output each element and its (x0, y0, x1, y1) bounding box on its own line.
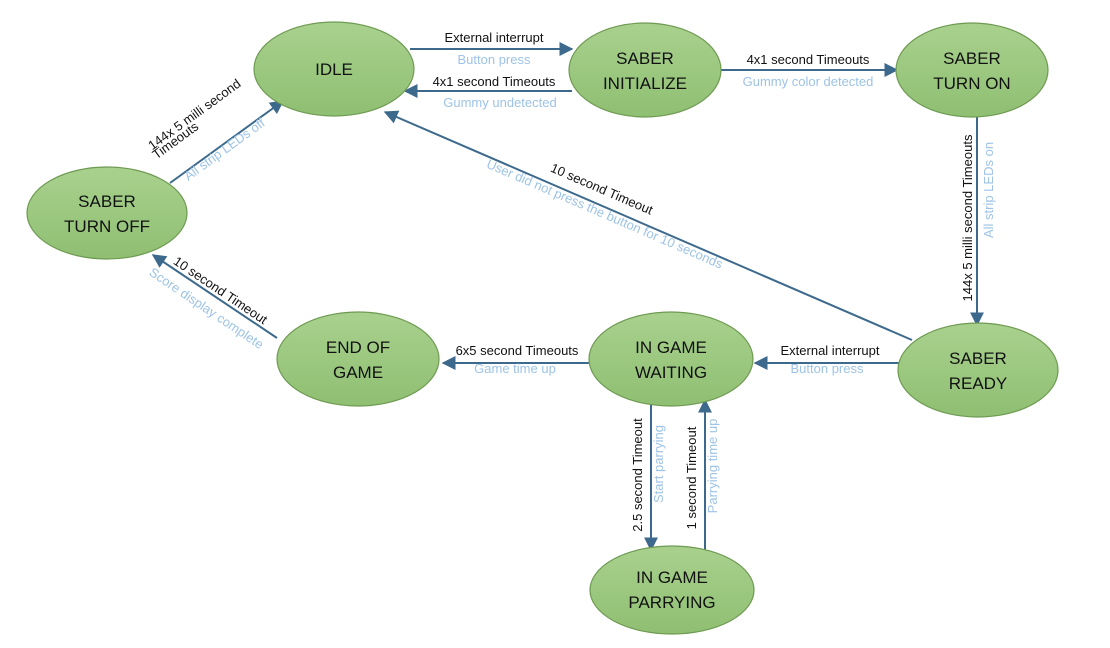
state-end-of-game: END OF GAME (276, 311, 440, 407)
state-in-game-waiting-line1: IN GAME (635, 338, 707, 357)
label-ready-to-waiting-trigger: External interrupt (781, 343, 880, 358)
label-init-to-on-action: Gummy color detected (743, 74, 874, 89)
label-on-to-ready-action: All strip LEDs on (981, 142, 996, 238)
label-parrying-to-waiting-trigger: 1 second Timeout (684, 426, 699, 529)
label-init-to-idle-action: Gummy undetected (443, 95, 556, 110)
label-waiting-to-parrying-action: Start parrying (651, 425, 666, 503)
state-saber-ready-line2: READY (949, 374, 1008, 393)
edge-off-to-idle (169, 100, 285, 184)
state-saber-turn-on-line1: SABER (943, 49, 1001, 68)
label-idle-to-init-action: Button press (458, 52, 531, 67)
label-init-to-on-trigger: 4x1 second Timeouts (747, 52, 870, 67)
state-saber-initialize: SABER INITIALIZE (568, 22, 722, 118)
state-saber-turn-off: SABER TURN OFF (26, 166, 188, 260)
state-in-game-parrying: IN GAME PARRYING (589, 545, 755, 635)
state-end-of-game-line1: END OF (326, 338, 390, 357)
edge-end-to-off (151, 254, 278, 339)
label-init-to-idle-trigger: 4x1 second Timeouts (433, 74, 556, 89)
label-on-to-ready-trigger: 144x 5 milli second Timeouts (960, 134, 975, 301)
state-in-game-waiting: IN GAME WAITING (588, 311, 754, 407)
state-saber-turn-on: SABER TURN ON (895, 22, 1049, 118)
label-waiting-to-parrying-trigger: 2.5 second Timeout (630, 418, 645, 532)
label-waiting-to-end-trigger: 6x5 second Timeouts (456, 343, 579, 358)
state-in-game-parrying-line2: PARRYING (628, 593, 715, 612)
state-end-of-game-line2: GAME (333, 363, 383, 382)
state-saber-turn-off-line2: TURN OFF (64, 217, 150, 236)
state-in-game-waiting-line2: WAITING (635, 363, 707, 382)
state-in-game-parrying-line1: IN GAME (636, 568, 708, 587)
state-saber-turn-on-line2: TURN ON (933, 74, 1010, 93)
label-idle-to-init-trigger: External interrupt (445, 30, 544, 45)
label-waiting-to-end-action: Game time up (474, 361, 556, 376)
state-idle-label: IDLE (315, 60, 353, 79)
state-saber-ready-line1: SABER (949, 349, 1007, 368)
state-saber-initialize-line1: SABER (616, 49, 674, 68)
state-saber-turn-off-line1: SABER (78, 192, 136, 211)
label-ready-to-idle-action: User did not press the button for 10 sec… (484, 156, 725, 272)
label-ready-to-waiting-action: Button press (791, 361, 864, 376)
label-parrying-to-waiting-action: Parrying time up (705, 419, 720, 514)
state-saber-initialize-line2: INITIALIZE (603, 74, 687, 93)
state-saber-ready: SABER READY (897, 322, 1059, 418)
edge-ready-to-idle (383, 110, 913, 341)
state-idle: IDLE (253, 21, 415, 117)
